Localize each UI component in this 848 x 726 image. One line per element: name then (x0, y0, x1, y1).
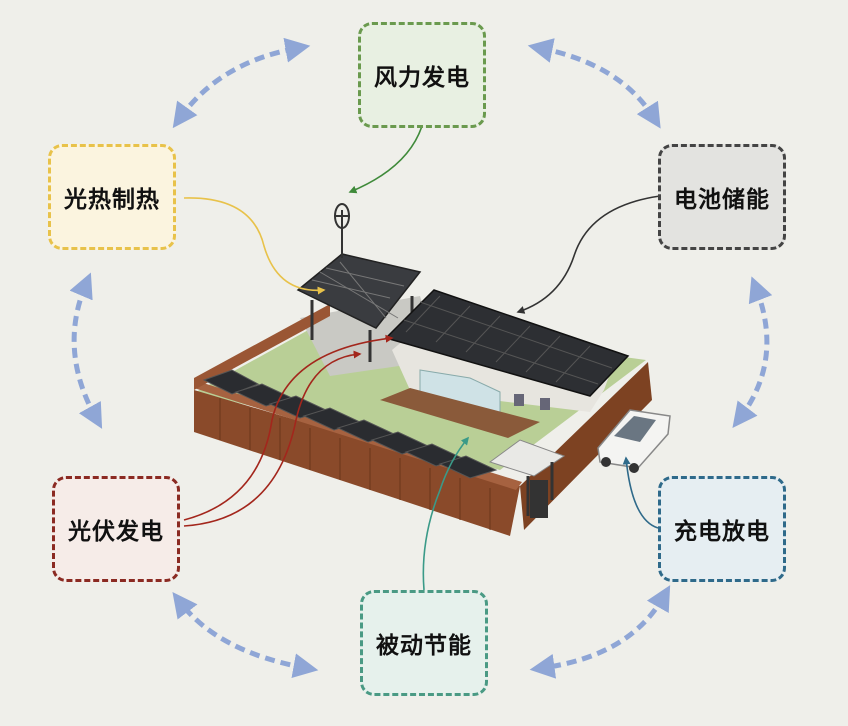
node-label: 光热制热 (64, 187, 160, 213)
node-label: 风力发电 (374, 65, 470, 91)
passive-connector (422, 436, 470, 591)
node-label: 被动节能 (376, 633, 472, 659)
pv-connector-b (183, 334, 394, 521)
wall-front-left (194, 390, 520, 536)
cycle-arrow-pv-heat (69, 272, 103, 429)
node-battery-storage: 电池储能 (658, 144, 786, 250)
charge-connector (622, 456, 659, 529)
heat-connector (183, 197, 326, 295)
cycle-arrow-wind-battery (527, 38, 661, 129)
house-illustration (194, 203, 671, 536)
node-charge-discharge: 充电放电 (658, 476, 786, 582)
carport (488, 439, 566, 518)
wall-back-left (194, 304, 330, 390)
cycle-arrows (69, 37, 773, 679)
cycle-arrow-battery-charge (732, 276, 773, 428)
cycle-arrow-charge-passive (529, 585, 671, 679)
node-label: 充电放电 (674, 519, 770, 545)
node-label: 电池储能 (674, 187, 770, 213)
main-house (380, 289, 630, 438)
node-wind-power: 风力发电 (358, 22, 486, 128)
node-passive-saving: 被动节能 (360, 590, 488, 696)
battery-connector (516, 195, 661, 314)
connector-lines (183, 125, 661, 591)
node-photovoltaic: 光伏发电 (52, 476, 180, 582)
pv-connector-a (183, 350, 362, 527)
wall-pv-panels (202, 369, 498, 479)
electric-car (597, 409, 671, 473)
wind-turbine (334, 203, 350, 258)
cycle-arrow-heat-wind (172, 37, 311, 129)
node-solar-heating: 光热制热 (48, 144, 176, 250)
cycle-arrow-passive-pv (172, 592, 319, 679)
node-label: 光伏发电 (68, 519, 164, 545)
pergola (296, 253, 422, 362)
wind-connector (348, 125, 423, 194)
